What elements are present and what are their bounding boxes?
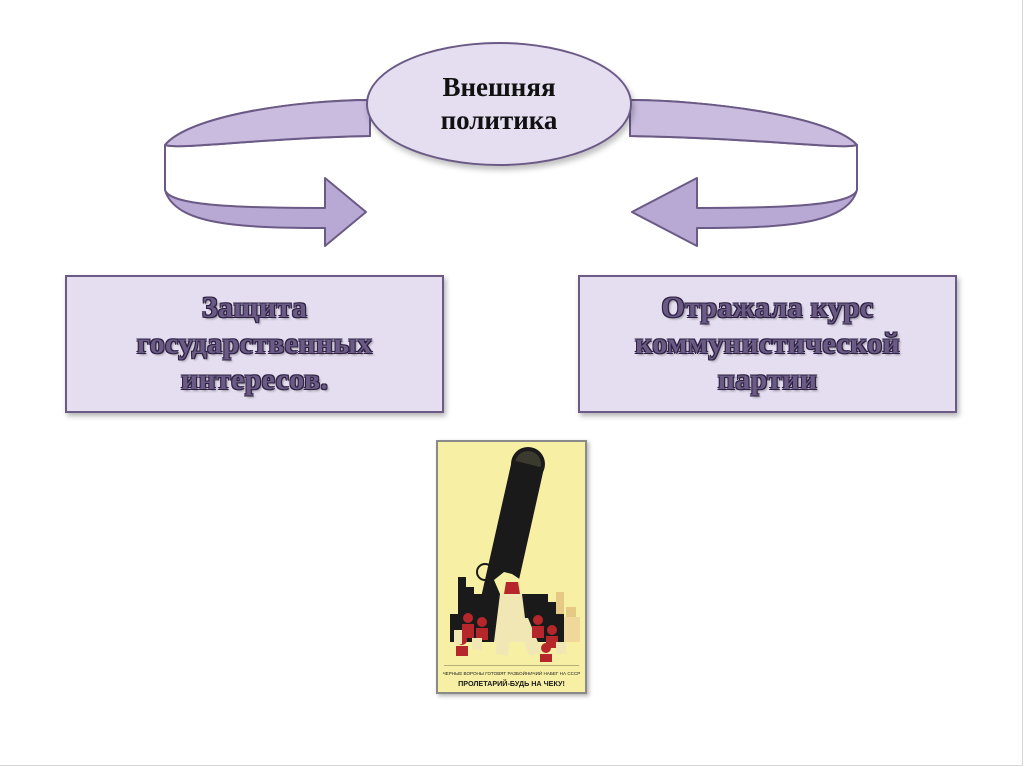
right-box-line-3: партии bbox=[717, 363, 818, 396]
center-title-line-1: Внешняя bbox=[442, 72, 556, 102]
right-box-line-1: Отражала курс bbox=[661, 291, 874, 324]
left-box-line-2: государственных bbox=[136, 327, 373, 360]
left-arrow-band-top bbox=[164, 99, 371, 148]
right-box-party-course: Отражала курс коммунистической партии bbox=[578, 275, 957, 413]
left-box-line-1: Защита bbox=[201, 291, 308, 324]
right-arrow-band-top bbox=[629, 99, 858, 148]
center-title-line-2: политика bbox=[440, 105, 558, 135]
right-box-line-2: коммунистической bbox=[635, 327, 900, 360]
poster-caption-small: ЧЕРНЫЕ ВОРОНЫ ГОТОВЯТ РАЗБОЙНИЧИЙ НАБЕГ … bbox=[442, 671, 581, 676]
poster-caption-main: ПРОЛЕТАРИЙ-БУДЬ НА ЧЕКУ! bbox=[458, 679, 565, 688]
propaganda-poster-image: ЧЕРНЫЕ ВОРОНЫ ГОТОВЯТ РАЗБОЙНИЧИЙ НАБЕГ … bbox=[436, 440, 587, 694]
left-box-line-3: интересов. bbox=[180, 363, 329, 396]
left-box-state-interests: Защита государственных интересов. bbox=[65, 275, 444, 413]
center-oval-foreign-policy: Внешняя политика bbox=[366, 42, 632, 166]
